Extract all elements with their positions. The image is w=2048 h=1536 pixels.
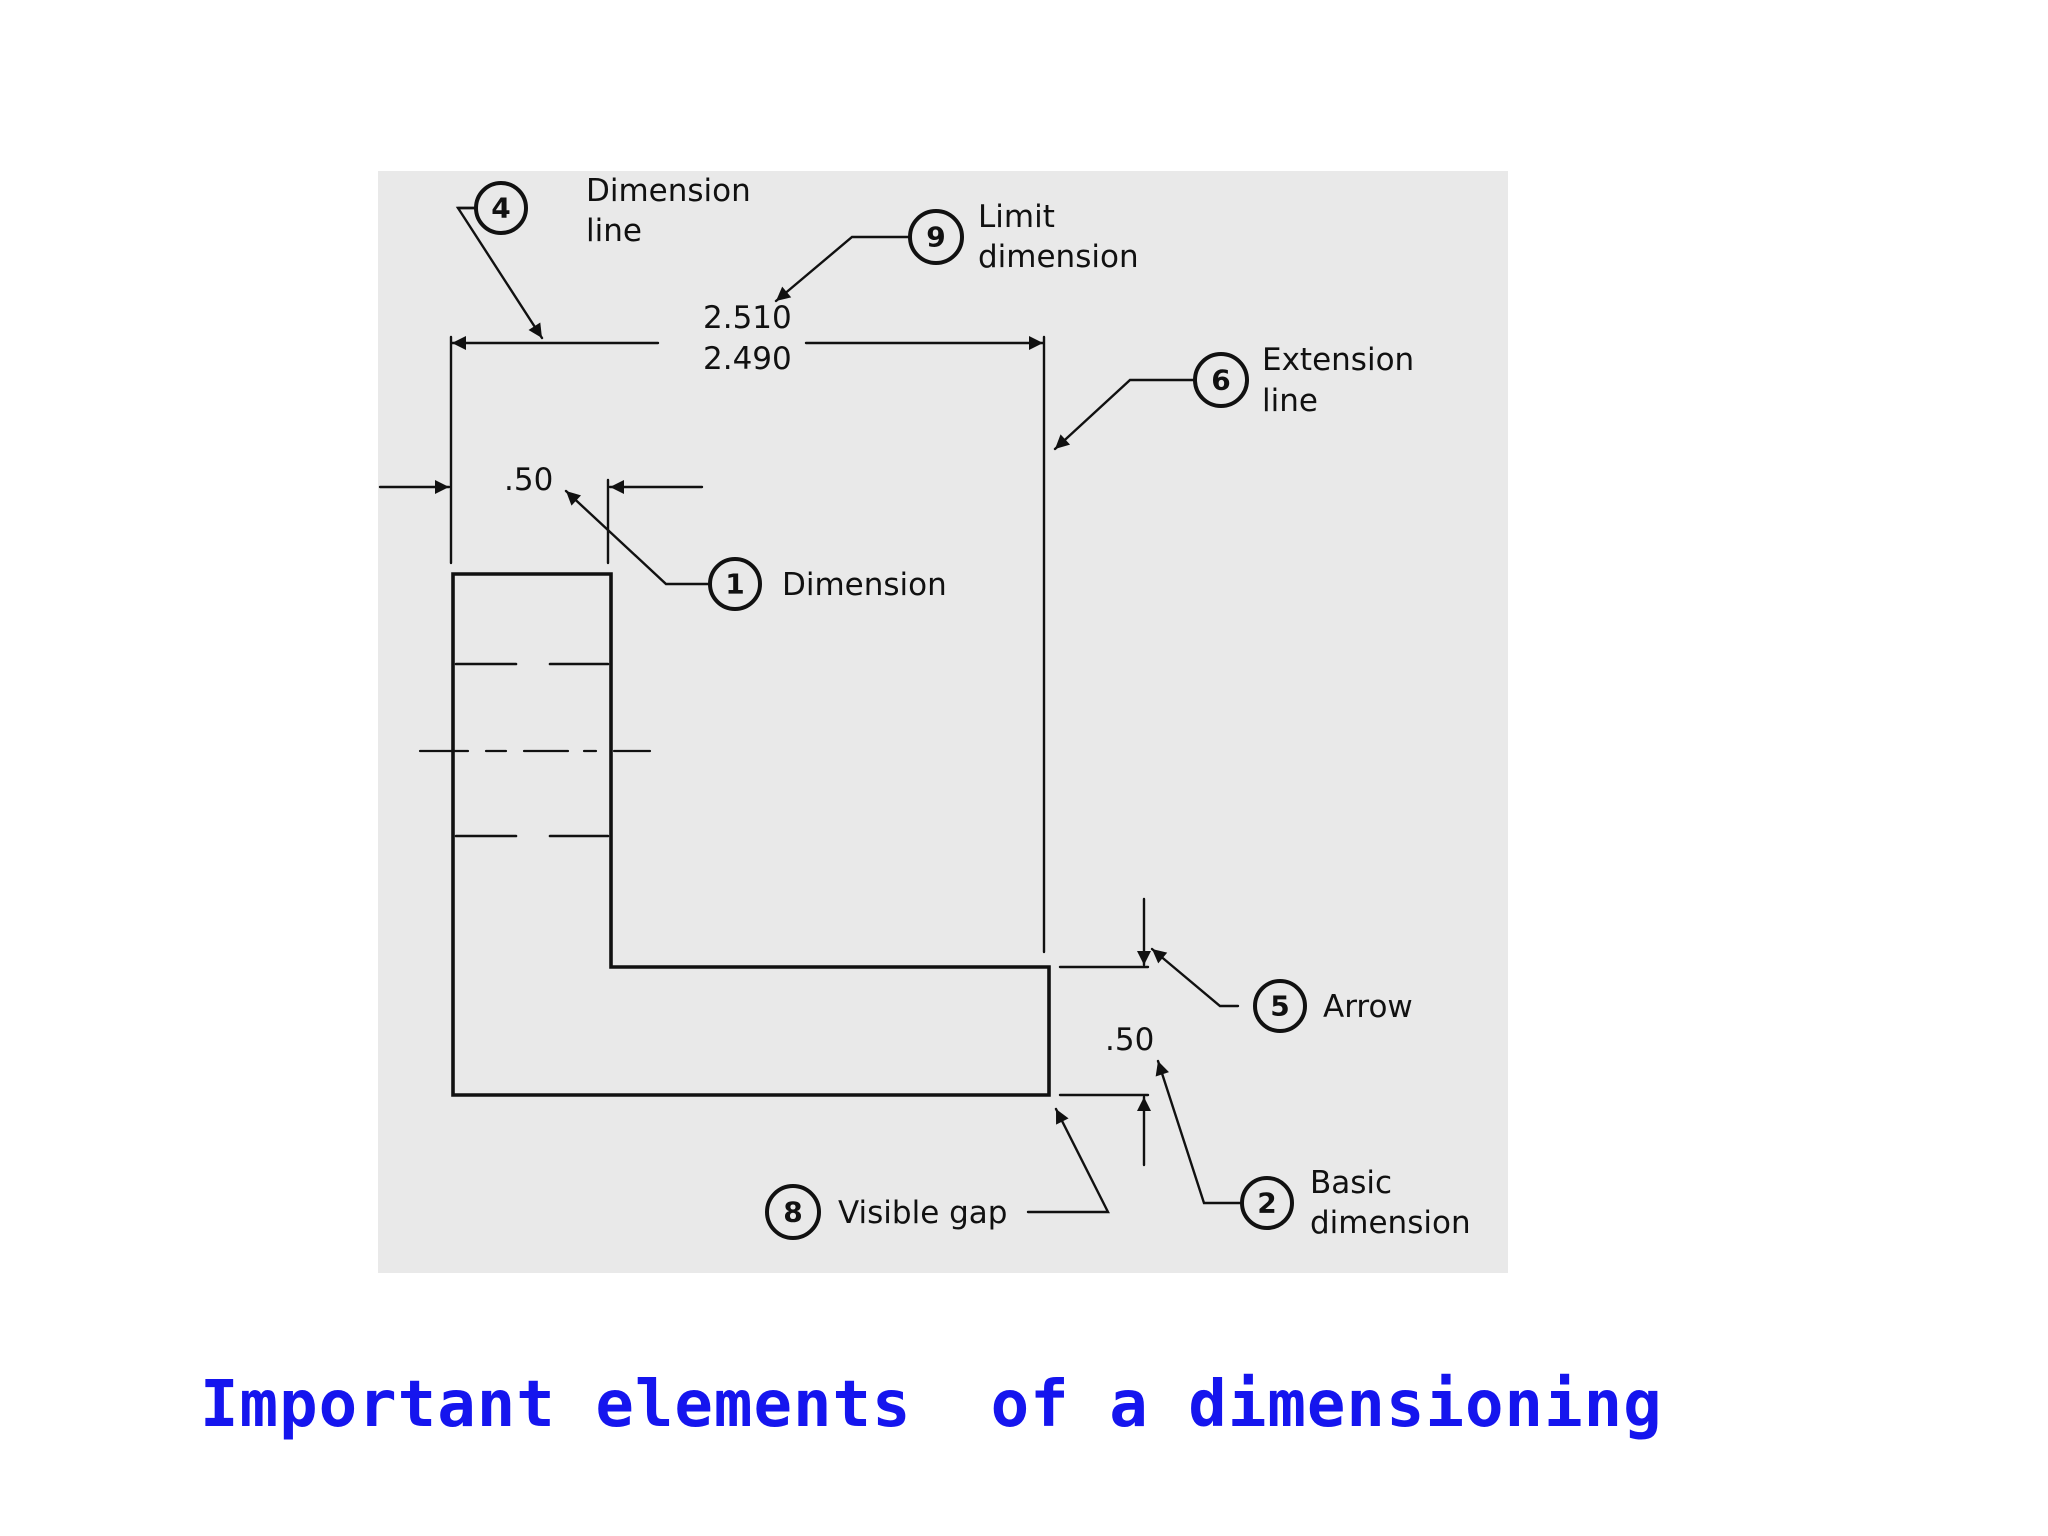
dimensioning-drawing: 2.510 2.490 .50 .50 4 Dimension line 9 L… — [378, 173, 1471, 1241]
callout-circle — [708, 557, 762, 611]
callout-circle — [908, 209, 964, 265]
callout-circle — [1240, 1176, 1294, 1230]
callout-label: line — [586, 213, 642, 249]
callout-label: Extension — [1262, 342, 1414, 378]
callout-label: dimension — [978, 239, 1139, 275]
callout-label: Basic — [1310, 1165, 1392, 1201]
callout-label: Limit — [978, 199, 1055, 235]
callout-number: 2 — [1257, 1187, 1276, 1220]
part-outline — [451, 572, 1051, 1097]
callout-basic-dimension: 2 Basic dimension — [1240, 1165, 1471, 1241]
hidden-lines — [454, 662, 610, 838]
callout-dimension: 1 Dimension — [708, 557, 947, 611]
callout-extension-line: 6 Extension line — [1193, 342, 1414, 419]
callout-circle — [1253, 979, 1307, 1033]
callout-number: 6 — [1211, 364, 1230, 397]
limit-upper-text: 2.510 — [703, 300, 792, 336]
callout-label: Dimension — [782, 567, 947, 603]
thickness-text: .50 — [1105, 1022, 1154, 1058]
callout-label: line — [1262, 383, 1318, 419]
callout-limit-dimension: 9 Limit dimension — [908, 199, 1139, 275]
callout-visible-gap: 8 Visible gap — [765, 1184, 1007, 1240]
callout-label: Arrow — [1323, 989, 1413, 1025]
callout-number: 1 — [725, 568, 744, 601]
callout-label: Visible gap — [838, 1195, 1007, 1231]
callout-number: 8 — [783, 1196, 802, 1229]
callout-circle — [765, 1184, 821, 1240]
callout-number: 9 — [926, 221, 945, 254]
callout-number: 5 — [1270, 990, 1289, 1023]
caption-title: Important elements of a dimensioning — [200, 1368, 1663, 1442]
callout-dimension-line: 4 Dimension line — [474, 173, 751, 249]
callout-label: dimension — [1310, 1205, 1471, 1241]
width-small-text: .50 — [504, 462, 553, 498]
limit-lower-text: 2.490 — [703, 341, 792, 377]
extension-lines — [449, 335, 1150, 1097]
leader-lines — [455, 206, 1242, 1214]
callout-label: Dimension — [586, 173, 751, 209]
callout-circle — [474, 181, 528, 235]
callout-number: 4 — [491, 192, 510, 225]
figure-panel: 2.510 2.490 .50 .50 4 Dimension line 9 L… — [378, 171, 1508, 1273]
callout-arrow: 5 Arrow — [1253, 979, 1413, 1033]
callout-circle — [1193, 352, 1249, 408]
